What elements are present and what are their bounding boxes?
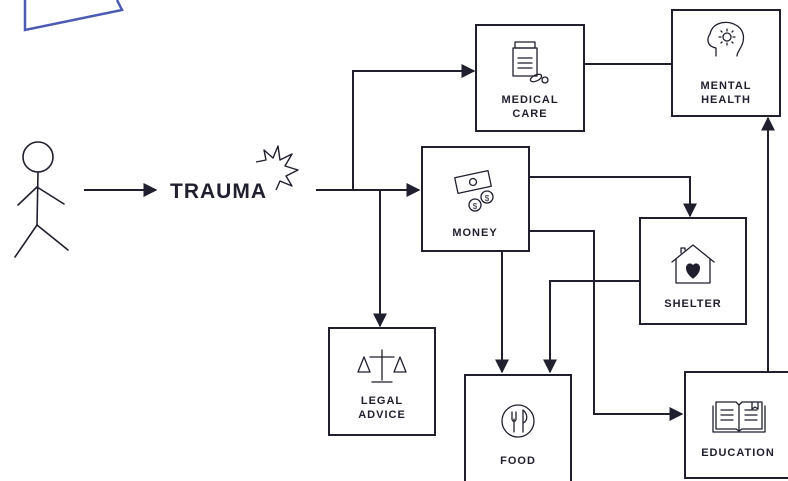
svg-text:$: $ — [473, 202, 478, 211]
node-legal-advice: LEGAL ADVICE — [328, 327, 436, 436]
house-heart-icon — [671, 244, 715, 284]
scales-icon — [357, 349, 407, 383]
medical-care-label-line1: MEDICAL — [501, 94, 558, 106]
node-food: FOOD — [464, 374, 572, 481]
plate-cutlery-icon — [501, 404, 535, 438]
node-medical-care: MEDICAL CARE — [475, 24, 585, 132]
node-mental-health: MENTAL HEALTH — [671, 9, 781, 117]
person-figure — [14, 141, 69, 258]
node-money: $ $ MONEY — [421, 146, 530, 252]
svg-text:$: $ — [485, 194, 490, 203]
legal-advice-label-line2: ADVICE — [358, 409, 406, 421]
edge-shelter-to-food — [543, 280, 640, 374]
money-label: MONEY — [452, 227, 497, 239]
legal-advice-label-line1: LEGAL — [361, 395, 403, 407]
burst-icon — [255, 145, 299, 191]
food-label: FOOD — [500, 455, 536, 467]
decorative-frame — [23, 0, 124, 32]
edge-money-to-shelter — [529, 176, 697, 218]
open-book-icon — [712, 401, 766, 433]
node-education: EDUCATION — [684, 371, 788, 479]
head-lightbulb-icon — [707, 21, 745, 57]
edge-money-to-education — [529, 230, 684, 421]
shelter-label: SHELTER — [664, 298, 722, 310]
education-label: EDUCATION — [701, 447, 775, 459]
node-shelter: SHELTER — [639, 217, 747, 325]
mental-health-label-line2: HEALTH — [701, 94, 751, 106]
money-coins-icon: $ $ — [454, 169, 494, 212]
medical-care-label-line2: CARE — [512, 108, 547, 120]
edge-to-medical-care — [352, 64, 476, 190]
mental-health-label-line1: MENTAL — [700, 80, 751, 92]
connections — [316, 63, 775, 421]
pill-bottle-icon — [512, 41, 549, 84]
trauma-label: TRAUMA — [170, 180, 267, 203]
